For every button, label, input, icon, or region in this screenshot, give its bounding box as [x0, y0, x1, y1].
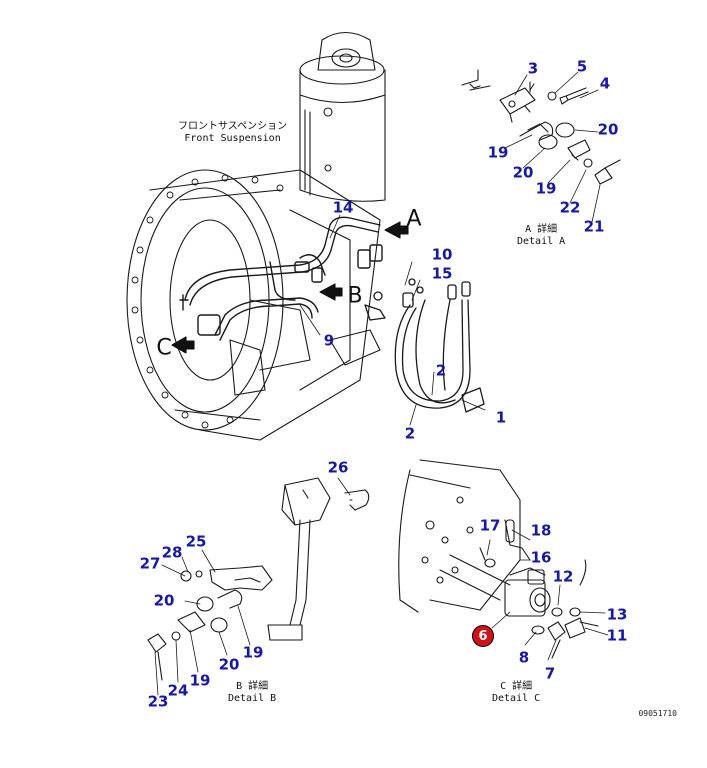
- callout-9[interactable]: 9: [323, 331, 335, 350]
- callout-2a[interactable]: 2: [435, 361, 447, 380]
- leader-lines-detail-a: [504, 71, 601, 223]
- front-suspension-en: Front Suspension: [184, 133, 281, 144]
- detail-b-label: B 詳細 Detail B: [228, 681, 276, 705]
- callout-19a[interactable]: 19: [487, 143, 509, 162]
- callout-14[interactable]: 14: [332, 198, 354, 217]
- callout-22[interactable]: 22: [559, 198, 581, 217]
- front-suspension-label: フロントサスペンション Front Suspension: [178, 121, 287, 145]
- callout-1[interactable]: 1: [495, 408, 507, 427]
- leader-lines-main: [299, 214, 486, 426]
- callout-20d[interactable]: 20: [218, 655, 240, 674]
- detail-c-jp: C 詳細: [500, 681, 533, 692]
- callout-19c[interactable]: 19: [242, 643, 264, 662]
- callout-16[interactable]: 16: [530, 548, 552, 567]
- front-suspension-cylinder: [299, 31, 386, 202]
- detail-a-jp: A 詳細: [525, 224, 558, 235]
- callout-28[interactable]: 28: [161, 543, 183, 562]
- detail-a-label: A 詳細 Detail A: [517, 224, 565, 248]
- callout-19d[interactable]: 19: [189, 671, 211, 690]
- callout-23[interactable]: 23: [147, 692, 169, 711]
- detail-b-art: [147, 477, 370, 681]
- callout-20b[interactable]: 20: [512, 163, 534, 182]
- detail-b-jp: B 詳細: [236, 681, 269, 692]
- leader-lines-detail-c: [486, 529, 609, 661]
- final-drive-housing: [126, 169, 381, 441]
- callout-12[interactable]: 12: [552, 567, 574, 586]
- callout-4[interactable]: 4: [599, 74, 611, 93]
- callout-21[interactable]: 21: [583, 217, 605, 236]
- detail-c-art: [398, 459, 599, 659]
- hose-assembly: [364, 278, 485, 413]
- callout-27[interactable]: 27: [139, 554, 161, 573]
- detail-b-en: Detail B: [228, 693, 277, 704]
- sheet-number: 09051710: [638, 709, 677, 718]
- detail-a-art: [461, 69, 621, 185]
- callout-3[interactable]: 3: [527, 59, 539, 78]
- callout-24[interactable]: 24: [167, 681, 189, 700]
- callout-11[interactable]: 11: [606, 626, 628, 645]
- hydraulic-tubes: [179, 216, 383, 341]
- callout-20a[interactable]: 20: [597, 120, 619, 139]
- view-letter-a: A: [406, 206, 422, 232]
- callout-17[interactable]: 17: [479, 516, 501, 535]
- callout-15[interactable]: 15: [431, 264, 453, 283]
- view-letter-b: B: [347, 283, 363, 309]
- callout-2b[interactable]: 2: [404, 424, 416, 443]
- callout-26[interactable]: 26: [327, 458, 349, 477]
- detail-c-en: Detail C: [492, 693, 541, 704]
- front-suspension-jp: フロントサスペンション: [178, 121, 288, 132]
- callout-18[interactable]: 18: [530, 521, 552, 540]
- callout-20c[interactable]: 20: [153, 591, 175, 610]
- callout-25[interactable]: 25: [185, 532, 207, 551]
- callout-5[interactable]: 5: [576, 57, 588, 76]
- callout-10[interactable]: 10: [431, 245, 453, 264]
- callout-6-highlighted[interactable]: 6: [472, 625, 494, 647]
- view-letter-c: C: [156, 335, 172, 361]
- view-arrows: [171, 221, 409, 354]
- callout-13[interactable]: 13: [606, 605, 628, 624]
- detail-c-label: C 詳細 Detail C: [492, 681, 540, 705]
- leader-lines-detail-b: [154, 477, 351, 696]
- callout-7[interactable]: 7: [544, 664, 556, 683]
- detail-a-en: Detail A: [517, 236, 566, 247]
- callout-19b[interactable]: 19: [535, 179, 557, 198]
- callout-8[interactable]: 8: [518, 648, 530, 667]
